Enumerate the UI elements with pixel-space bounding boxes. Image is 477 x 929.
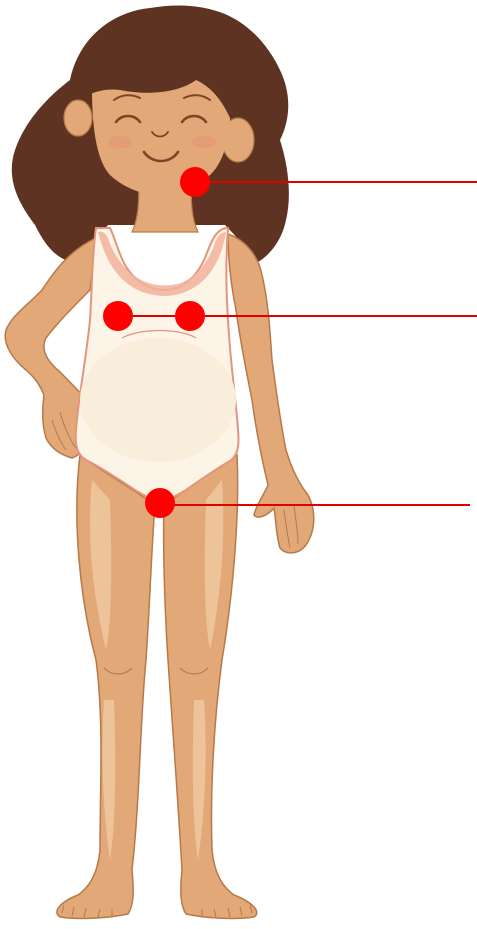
chin-marker[interactable]	[180, 167, 210, 197]
swimsuit-belly-highlight	[80, 338, 236, 462]
legs	[57, 455, 257, 918]
chest-left-marker[interactable]	[103, 301, 133, 331]
left-ear	[64, 100, 92, 136]
groin-marker[interactable]	[145, 488, 175, 518]
chest-right-marker[interactable]	[175, 301, 205, 331]
swimsuit	[76, 228, 239, 502]
